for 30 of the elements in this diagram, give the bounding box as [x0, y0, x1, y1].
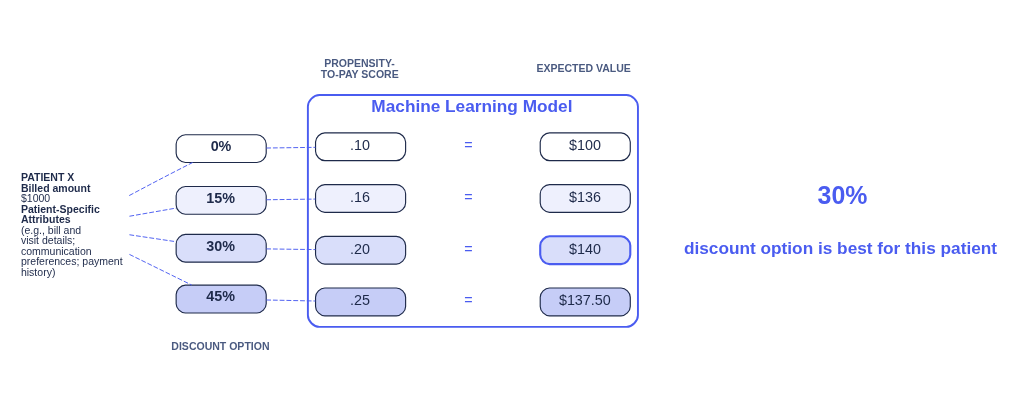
connector: [128, 234, 177, 243]
node-box: $136: [539, 184, 631, 213]
connector: [265, 299, 316, 302]
connector: [128, 207, 177, 217]
label: DISCOUNT OPTION: [171, 339, 270, 352]
connector: [265, 146, 316, 149]
connector: [265, 198, 316, 201]
label: =: [464, 188, 473, 205]
node-box: 30%: [175, 233, 267, 263]
label: =: [464, 137, 473, 154]
label: 30%: [817, 180, 868, 209]
node-box: $140: [539, 235, 632, 266]
node-box: $137.50: [539, 287, 631, 317]
connector: [265, 248, 316, 251]
label: =: [464, 292, 473, 309]
node-box: .20: [314, 235, 407, 265]
node-box: 0%: [175, 134, 267, 164]
label: discount option is best for this patient: [683, 238, 998, 259]
node-box: .16: [314, 184, 407, 213]
connector: [128, 253, 193, 286]
node-box: 15%: [175, 185, 267, 215]
label: =: [464, 240, 473, 257]
connector: [128, 162, 194, 197]
node-box: .25: [314, 287, 407, 317]
node-box: $100: [539, 132, 631, 162]
node-box: .10: [314, 132, 407, 162]
node-text: PATIENT X Billed amount $1000 Patient-Specific Attributes (e.g., bill and visit details; communication preferences; payment history): [20, 171, 123, 278]
node-box: 45%: [175, 284, 267, 314]
label: PROPENSITY- TO-PAY SCORE: [320, 57, 399, 80]
label: EXPECTED VALUE: [536, 61, 631, 74]
